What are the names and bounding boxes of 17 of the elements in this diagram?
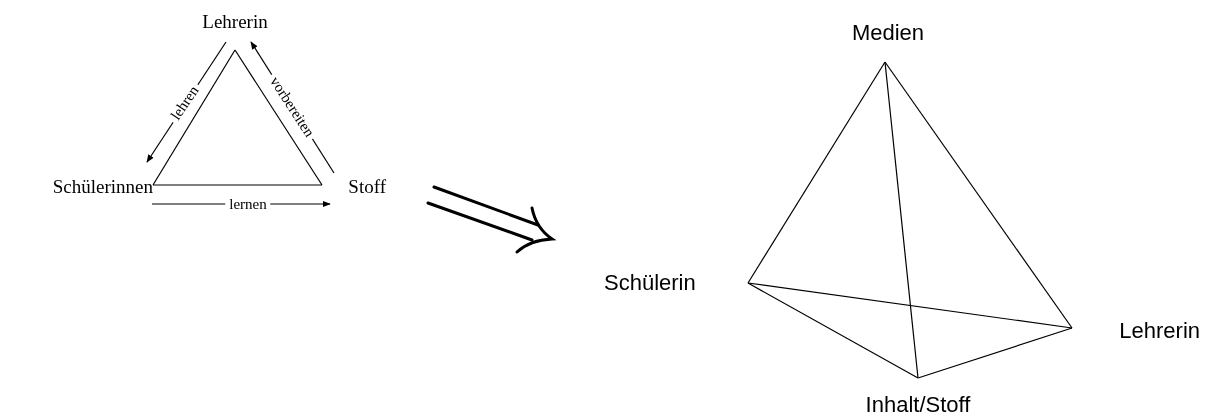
line (747, 282, 1073, 329)
node-label: Schülerinnen (52, 176, 153, 196)
node-label: Stoff (348, 176, 386, 196)
line (917, 327, 1073, 379)
edge-label: lernen (225, 196, 271, 212)
line (747, 61, 886, 284)
line (234, 49, 323, 186)
line (152, 49, 236, 186)
line (884, 61, 1073, 329)
line (884, 61, 919, 379)
node-label: Lehrerin (1119, 320, 1200, 342)
node-label: Lehrerin (202, 12, 268, 31)
node-label: Inhalt/Stoff (865, 394, 971, 416)
node-label: Schülerin (604, 272, 696, 294)
line (152, 184, 323, 186)
node-label: Medien (851, 22, 925, 44)
line (747, 282, 919, 379)
